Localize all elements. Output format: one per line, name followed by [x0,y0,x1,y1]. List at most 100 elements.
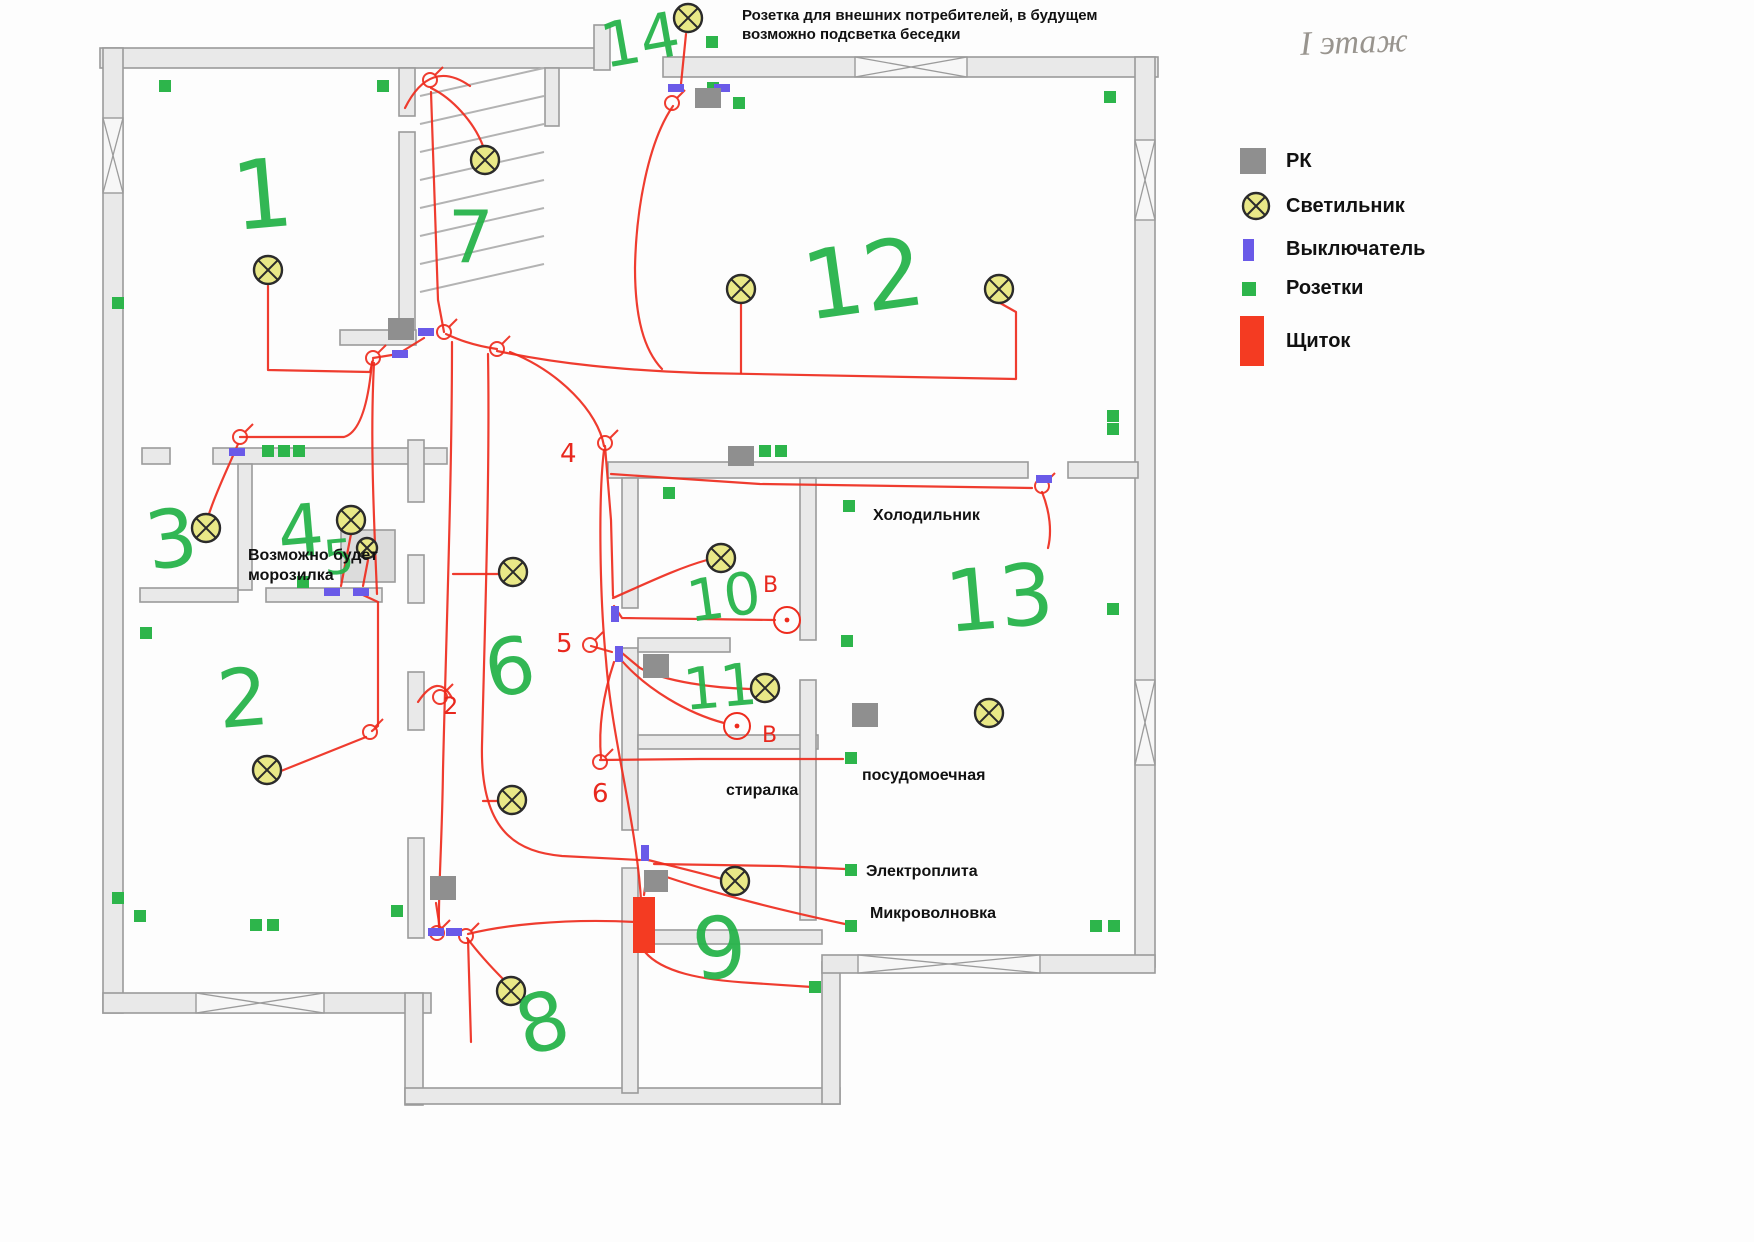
junction-loop [365,350,381,366]
wire-run [611,558,709,600]
stair-hatch-line [419,67,545,97]
wire-run [679,32,688,86]
wire-run [508,350,606,448]
switch-icon [229,448,245,456]
stair-hatch-line [419,263,545,293]
junction-tail [377,344,387,354]
wire-run [434,901,442,931]
lamp-cross [359,540,375,556]
window-cross [857,954,1041,974]
room-number: 7 [448,195,494,279]
window-cross [195,992,325,1014]
socket-icon [391,905,403,917]
wire-run [633,104,675,371]
socket-icon [663,487,675,499]
switch-icon [353,588,369,596]
rk-box-icon [644,870,668,892]
wall-segment [139,587,239,603]
stair-hatch-line [419,235,545,265]
note-line-2: возможно подсветка беседки [742,26,961,43]
junction-loop [582,637,598,653]
legend-label-rk: РК [1286,149,1312,172]
wire-run [466,937,473,1044]
lamp-cross [730,278,752,300]
switch-icon [1036,475,1052,483]
wire-run [466,919,638,936]
switch-icon [714,84,730,92]
socket-icon [1090,920,1102,932]
room-number: 14 [595,0,685,83]
wire-run [603,444,615,598]
socket-icon [112,892,124,904]
circled-mark [773,606,801,634]
wall-segment [398,67,416,117]
socket-icon [262,445,274,457]
junction-loop [592,754,608,770]
junction-loop [597,435,613,451]
junction-tail [594,631,604,641]
switch-icon [418,328,434,336]
wire-run [361,558,370,588]
window-cross [854,56,968,78]
wire-run [614,646,752,691]
socket-icon [845,752,857,764]
junction-tail [441,919,451,929]
circled-mark [723,712,751,740]
wall-segment [404,992,424,1106]
wall-segment [637,637,731,653]
junction-loop [362,724,378,740]
wall-segment [407,554,425,604]
wire-run [416,684,454,704]
wall-segment [799,679,817,921]
socket-icon [140,627,152,639]
window-cross [102,117,124,194]
panel-icon [1240,316,1264,366]
junction-tail [444,683,454,693]
external-socket-note: Розетка для внешних потребителей, в буду… [742,6,1212,44]
socket-icon [1108,920,1120,932]
legend-label-socket: Розетки [1286,277,1364,299]
legend-item-lamp: Светильник [1240,190,1425,222]
lamp-cross [195,517,217,539]
room-number: 6 [478,619,543,716]
room-number: 11 [680,650,759,724]
legend-item-panel: Щиток [1240,316,1425,366]
room-number: 13 [941,545,1057,653]
wire-run [599,660,616,760]
lamp-cross [501,789,523,811]
wall-segment [544,67,560,127]
stair-hatch-line [419,207,545,237]
junction-loop [436,324,452,340]
socket-icon [377,80,389,92]
socket-icon [159,80,171,92]
socket-icon [809,981,821,993]
room-number: 1 [227,138,297,253]
red-note: В [762,723,777,748]
junction-loop [489,341,505,357]
plan-label: Электроплита [866,863,978,880]
circled-mark-dot [734,723,740,729]
wall-segment [799,477,817,641]
lamp-cross [988,278,1010,300]
wire-run [480,352,642,862]
lamp-icon [1240,190,1276,222]
room-number: 8 [506,971,579,1074]
plan-label: Возможно будет [248,547,378,564]
red-note: 5 [556,629,573,659]
junction-loop [422,72,438,88]
junction-tail [501,335,511,345]
legend-label-switch: Выключатель [1286,238,1426,260]
rk-box-icon [388,318,414,340]
wire-run [609,472,1034,490]
wall-segment [407,671,425,731]
socket-icon [250,919,262,931]
socket-icon [293,445,305,457]
lamp-cross [256,759,278,781]
socket-icon [1107,410,1119,422]
lamp-cross [474,149,496,171]
lamp-cross [502,561,524,583]
wall-segment [621,477,639,609]
socket-icon [759,445,771,457]
wire-run [589,644,614,654]
